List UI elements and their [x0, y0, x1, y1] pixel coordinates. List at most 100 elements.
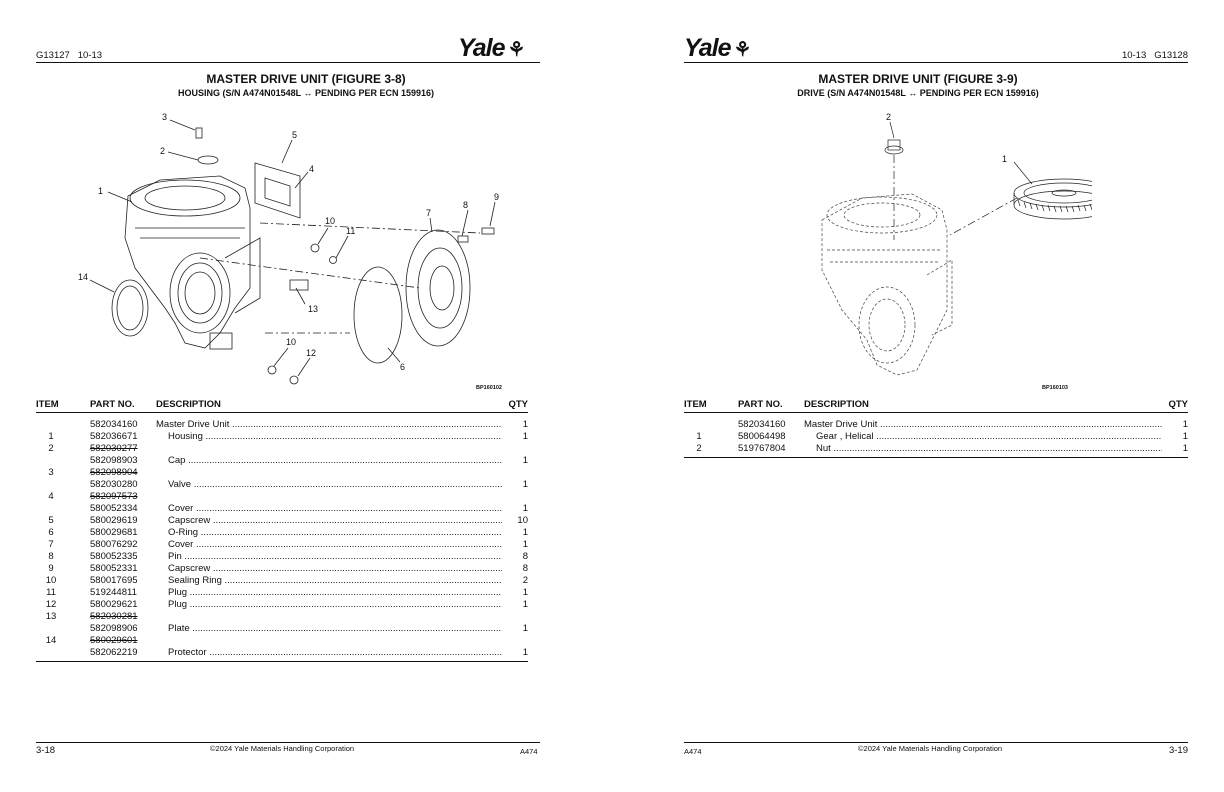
col-item-header: ITEM	[684, 399, 707, 410]
exploded-drive-figure: 2 1	[802, 110, 1092, 390]
quantity: 1	[522, 527, 528, 538]
quantity: 1	[522, 503, 528, 514]
part-number: 580029601	[90, 635, 138, 646]
quantity: 1	[522, 587, 528, 598]
part-number: 582062219	[90, 647, 138, 658]
doc-code: G13128	[1154, 50, 1188, 61]
date-code: 10-13	[77, 50, 103, 61]
item-number: 13	[45, 611, 57, 622]
callout-12: 12	[306, 348, 316, 358]
table-bottom-rule	[684, 457, 1188, 458]
callout-13: 13	[308, 304, 318, 314]
page-subtitle: HOUSING (S/N A474N01548L ↔ PENDING PER E…	[177, 88, 435, 98]
part-description: Sealing Ring ...........................…	[168, 575, 502, 586]
page-title: MASTER DRIVE UNIT (FIGURE 3-8)	[206, 72, 406, 86]
item-number: 8	[48, 551, 54, 562]
part-description: Cap ....................................…	[168, 455, 502, 466]
part-number: 582034160	[738, 419, 786, 430]
part-number: 580017695	[90, 575, 138, 586]
callout-14: 14	[78, 272, 88, 282]
quantity: 1	[522, 539, 528, 550]
quantity: 1	[522, 647, 528, 658]
callout-1: 1	[98, 186, 103, 196]
item-number: 1	[696, 431, 702, 442]
quantity: 2	[522, 575, 528, 586]
item-number: 4	[48, 491, 54, 502]
item-number: 9	[48, 563, 54, 574]
quantity: 1	[1182, 419, 1188, 430]
model-code: A474	[520, 747, 538, 756]
figure-code: BP160102	[476, 385, 502, 391]
table-header-rule	[36, 412, 528, 413]
quantity: 1	[522, 599, 528, 610]
part-number: 582097573	[90, 491, 138, 502]
protector-drawing	[111, 279, 149, 337]
part-description: Housing ................................…	[168, 431, 502, 442]
footer-rule	[36, 742, 540, 743]
capscrew-drawing	[481, 227, 495, 235]
callout-4: 4	[309, 164, 314, 174]
part-number: 582030277	[90, 443, 138, 454]
item-number: 14	[45, 635, 57, 646]
part-number: 580052335	[90, 551, 138, 562]
callout-2: 2	[886, 112, 891, 122]
part-description: Cover ..................................…	[168, 539, 502, 550]
page-number: 3-19	[1168, 745, 1188, 756]
header-rule	[684, 62, 1188, 63]
yale-logo: Yale⚘	[684, 34, 751, 63]
part-description: Protector ..............................…	[168, 647, 502, 658]
quantity: 8	[522, 563, 528, 574]
housing-phantom-drawing	[821, 193, 953, 376]
cover-plate-drawing	[254, 162, 301, 219]
copyright: ©2024 Yale Materials Handling Corporatio…	[858, 744, 1003, 753]
nut-drawing	[884, 139, 904, 155]
table-row: 13 582030281	[36, 611, 528, 623]
yale-logo: Yale⚘	[458, 34, 525, 63]
quantity: 10	[517, 515, 528, 526]
col-desc-header: DESCRIPTION	[156, 399, 221, 410]
plug-drawing	[329, 256, 337, 264]
part-number: 580052331	[90, 563, 138, 574]
part-number: 582030281	[90, 611, 138, 622]
part-number: 580076292	[90, 539, 138, 550]
part-number: 582098903	[90, 455, 138, 466]
o-ring-drawing	[353, 266, 403, 364]
callout-5: 5	[292, 130, 297, 140]
header-rule	[36, 62, 540, 63]
part-description: Plug ...................................…	[168, 587, 502, 598]
part-description: O-Ring .................................…	[168, 527, 502, 538]
housing-drawing	[124, 175, 261, 350]
col-part-header: PART NO.	[738, 399, 783, 410]
logo-text: Yale	[684, 34, 732, 62]
part-description: Nut ....................................…	[816, 443, 1162, 454]
page-title-block: MASTER DRIVE UNIT (FIGURE 3-8) HOUSING (…	[0, 72, 612, 98]
quantity: 1	[522, 419, 528, 430]
part-description: Plate ..................................…	[168, 623, 502, 634]
cap-drawing	[197, 155, 219, 165]
table-row: 4 582097573	[36, 491, 528, 503]
table-row: 582098903 Cap ...........................…	[36, 455, 528, 467]
col-desc-header: DESCRIPTION	[804, 399, 869, 410]
logo-text: Yale	[458, 34, 506, 62]
quantity: 1	[522, 623, 528, 634]
table-row: 582062219 Protector .....................…	[36, 647, 528, 659]
part-description: Valve ..................................…	[168, 479, 502, 490]
part-description: Capscrew ...............................…	[168, 515, 502, 526]
sealing-ring-drawing	[310, 243, 320, 253]
item-number: 2	[696, 443, 702, 454]
quantity: 8	[522, 551, 528, 562]
item-number: 12	[45, 599, 57, 610]
exploded-housing-figure: 3 5 2 4 1 9 8 10 7 11 14 13 10 12 6	[60, 108, 540, 398]
callout-10: 10	[325, 216, 335, 226]
part-number: 582036671	[90, 431, 138, 442]
